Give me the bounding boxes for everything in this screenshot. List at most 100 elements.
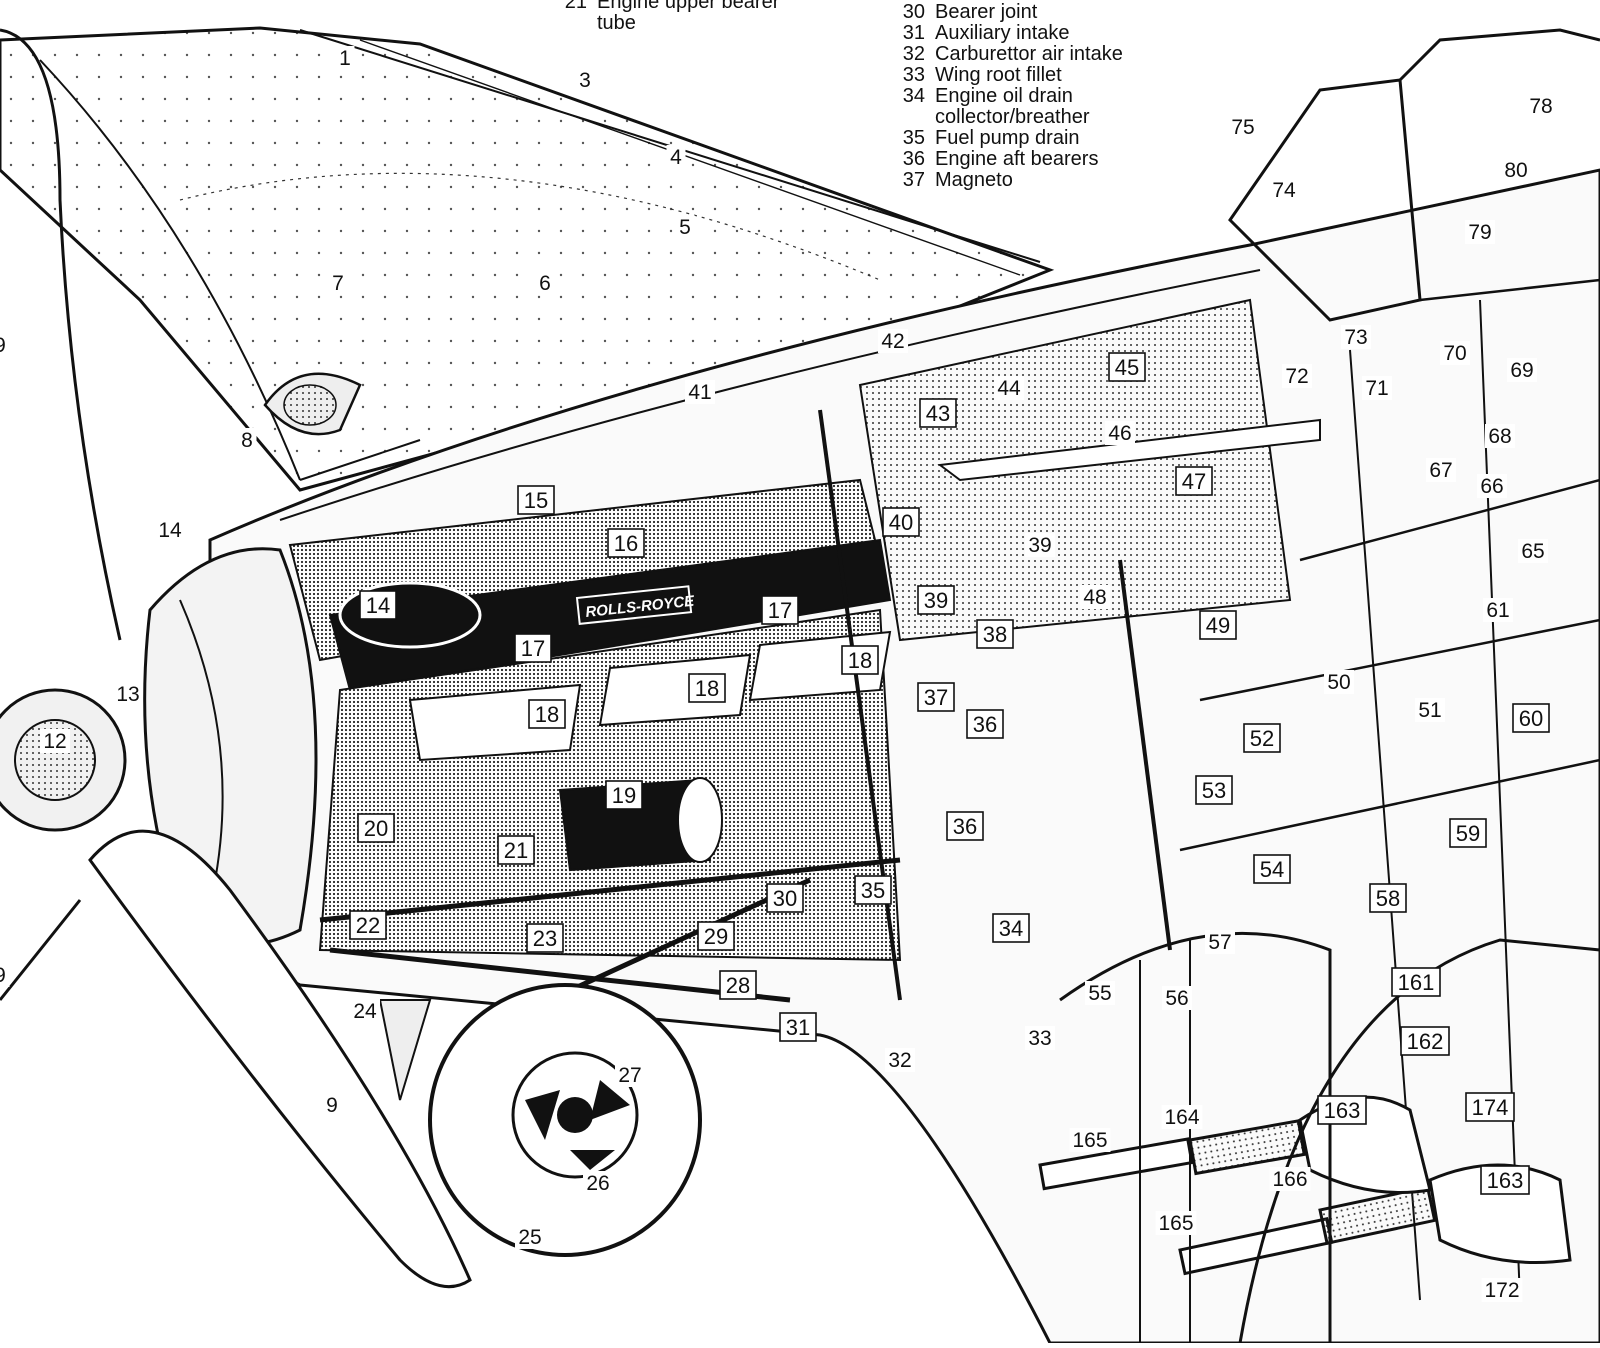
callout-number: 31	[786, 1015, 810, 1040]
callout-boxed: 21	[497, 835, 535, 865]
callout-number: 29	[704, 924, 728, 949]
callout-number: 68	[1488, 425, 1511, 448]
legend-number: 32	[902, 43, 925, 65]
callout-number: 14	[158, 519, 182, 542]
callout-box	[1243, 723, 1281, 753]
callout-number: 70	[1443, 342, 1466, 365]
callout-number: 15	[524, 488, 548, 513]
callout-box	[1369, 883, 1407, 913]
callout-box	[1253, 854, 1291, 884]
callout-number: 58	[1376, 886, 1400, 911]
legend-text: Fuel pump drain	[935, 127, 1080, 149]
callout-number: 25	[518, 1226, 541, 1249]
callout-number: 42	[881, 330, 904, 353]
callout-number: 26	[586, 1172, 609, 1195]
callout-number: 44	[997, 377, 1021, 400]
callout-number: 4	[670, 146, 682, 169]
callout-backdrop	[1161, 1105, 1203, 1129]
callout-backdrop	[1477, 474, 1507, 498]
callout-plain: 4	[666, 145, 686, 169]
callout-number: 39	[1028, 534, 1051, 557]
callout-backdrop	[1465, 220, 1495, 244]
callout-backdrop	[1025, 533, 1055, 557]
legend-number: 36	[902, 148, 925, 170]
legend-row: 31 Auxiliary intake	[883, 23, 1123, 44]
callout-plain: 165	[1069, 1128, 1111, 1152]
legend-text: Engine aft bearers	[935, 148, 1099, 170]
legend-text: Auxiliary intake	[935, 22, 1070, 44]
callout-box	[854, 875, 892, 905]
callout-backdrop	[0, 333, 10, 357]
callout-backdrop	[1415, 698, 1445, 722]
callout-number: 52	[1250, 726, 1274, 751]
callout-backdrop	[685, 380, 715, 404]
callout-boxed: 174	[1465, 1092, 1515, 1122]
callout-boxed: 163	[1480, 1165, 1530, 1195]
callout-plain: 46	[1105, 421, 1135, 445]
callout-number: 80	[1504, 159, 1527, 182]
callout-backdrop	[237, 428, 257, 452]
machine-guns	[1038, 1095, 1572, 1276]
nose-ring	[143, 547, 318, 947]
callout-plain: 61	[1483, 598, 1513, 622]
callout-number: 32	[888, 1049, 911, 1072]
callout-number: 55	[1088, 982, 1111, 1005]
callout-plain: 5	[675, 215, 695, 239]
callout-box	[779, 1012, 817, 1042]
callout-plain: 42	[878, 329, 908, 353]
callout-number: 12	[43, 730, 66, 753]
callout-plain: 6	[535, 271, 555, 295]
callout-number: 7	[332, 272, 344, 295]
callout-number: 5	[679, 216, 691, 239]
callout-backdrop	[1362, 376, 1392, 400]
callout-number: 36	[953, 814, 977, 839]
callout-number: 41	[688, 381, 711, 404]
callout-boxed: 34	[992, 913, 1030, 943]
callout-boxed: 23	[526, 923, 564, 953]
callout-number: 40	[889, 510, 913, 535]
callout-boxed: 36	[966, 709, 1004, 739]
callout-box	[1195, 775, 1233, 805]
callout-backdrop	[1162, 986, 1192, 1010]
callout-number: 34	[999, 916, 1023, 941]
callout-backdrop	[1483, 598, 1513, 622]
callout-number: 38	[983, 622, 1007, 647]
callout-number: 49	[1206, 613, 1230, 638]
callout-plain: 48	[1080, 585, 1110, 609]
callout-box	[359, 590, 397, 620]
callout-boxed: 20	[357, 813, 395, 843]
callout-number: 75	[1231, 116, 1254, 139]
callout-boxed: 18	[688, 673, 726, 703]
legend-number: 31	[902, 22, 925, 44]
callout-plain: 65	[1518, 539, 1548, 563]
callout-number: 48	[1083, 586, 1106, 609]
callout-backdrop	[615, 1063, 645, 1087]
callout-plain: 70	[1440, 341, 1470, 365]
callout-plain: 166	[1269, 1167, 1311, 1191]
callout-plain: 50	[1324, 670, 1354, 694]
callout-plain: 9	[0, 333, 10, 357]
callout-number: 16	[614, 531, 638, 556]
legend-text: Bearer joint	[935, 1, 1038, 23]
callout-plain: 55	[1085, 981, 1115, 1005]
callout-box	[697, 921, 735, 951]
callout-boxed: 163	[1317, 1095, 1367, 1125]
callout-plain: 32	[885, 1048, 915, 1072]
callout-number: 33	[1028, 1027, 1051, 1050]
callout-number: 79	[1468, 221, 1491, 244]
callout-number: 164	[1164, 1106, 1199, 1129]
callout-boxed: 17	[761, 595, 799, 625]
legend-number	[883, 107, 935, 128]
callout-backdrop	[350, 999, 380, 1023]
callout-plain: 165	[1155, 1211, 1197, 1235]
callout-box	[766, 883, 804, 913]
legend-number: 34	[902, 85, 925, 107]
callout-plain: 33	[1025, 1026, 1055, 1050]
rolls-royce-badge: ROLLS-ROYCE	[575, 585, 696, 625]
callout-boxed: 29	[697, 921, 735, 951]
